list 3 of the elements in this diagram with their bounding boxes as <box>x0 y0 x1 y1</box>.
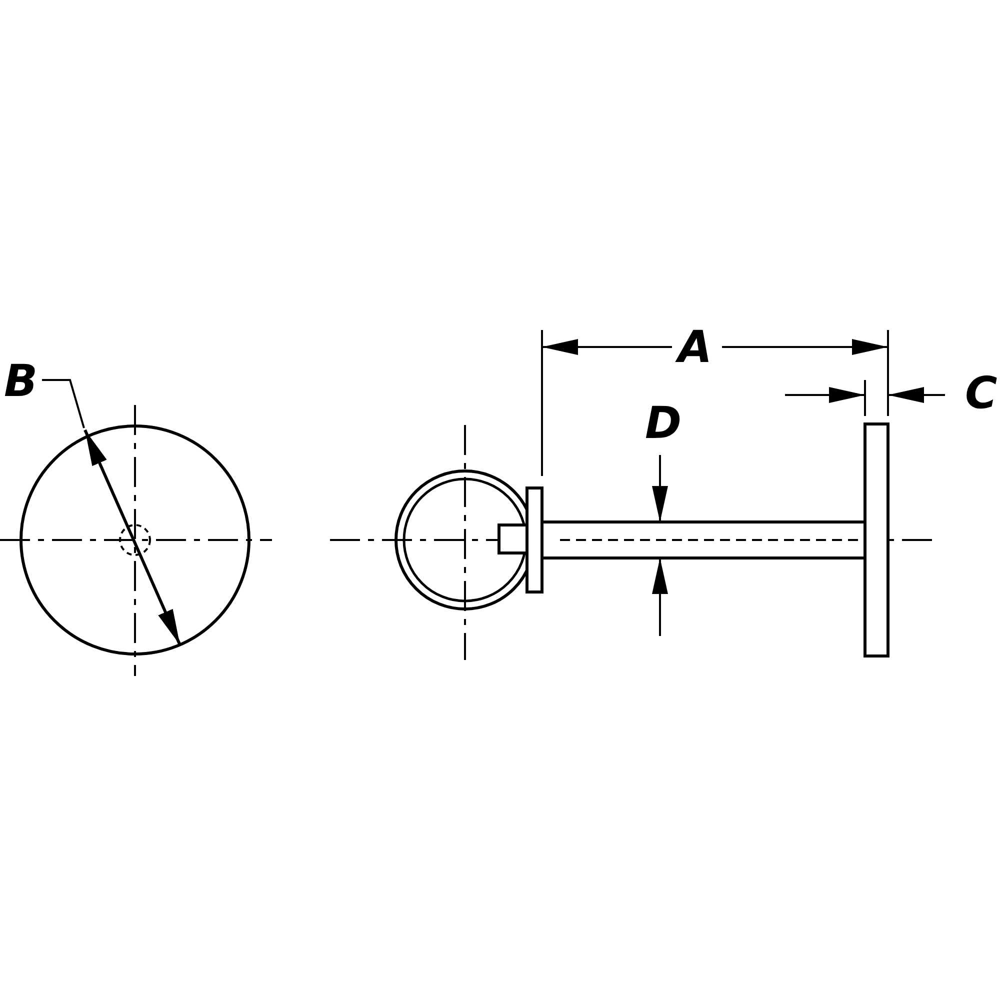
dimension-label: B <box>4 360 38 404</box>
dimension-label: C <box>965 372 998 416</box>
dimension-label: D <box>645 402 682 446</box>
